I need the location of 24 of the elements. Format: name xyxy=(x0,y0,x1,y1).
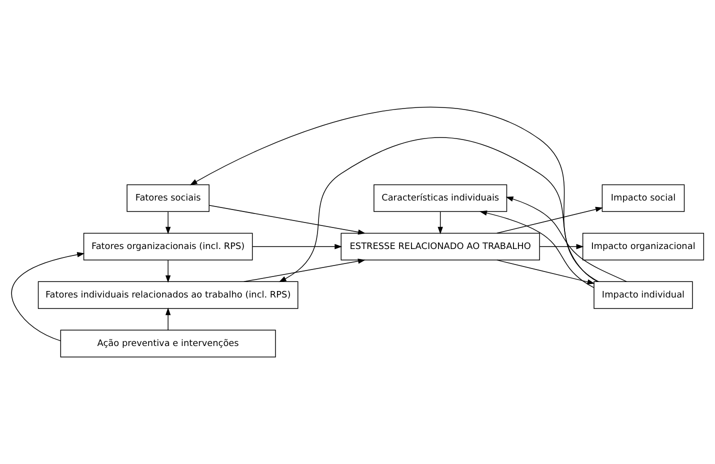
arrow xyxy=(438,211,443,234)
arrow xyxy=(165,211,171,234)
node-box: Impacto individual xyxy=(594,281,693,309)
arrow xyxy=(506,196,627,282)
node-box: Fatores individuais relacionados ao trabalho (incl. RPS) xyxy=(38,281,298,309)
arrow xyxy=(539,244,584,250)
arrow xyxy=(496,206,603,234)
node-box: Fatores sociais xyxy=(126,184,210,212)
arrow xyxy=(190,107,598,282)
node-box: Impacto organizacional xyxy=(582,232,704,260)
arrow xyxy=(479,210,594,288)
arrow xyxy=(496,260,595,284)
arrow xyxy=(244,258,366,282)
arrow xyxy=(209,205,366,235)
node-box: Impacto social xyxy=(602,184,685,212)
arrow xyxy=(165,260,171,283)
arrow xyxy=(11,252,85,342)
arrow xyxy=(252,244,342,250)
arrow xyxy=(165,308,171,331)
arrow xyxy=(278,137,600,282)
node-box: Ação preventiva e intervenções xyxy=(60,330,276,358)
node-box: ESTRESSE RELACIONADO AO TRABALHO xyxy=(340,232,540,260)
node-box: Características individuais xyxy=(374,184,508,212)
node-box: Fatores organizacionais (incl. RPS) xyxy=(83,232,253,260)
